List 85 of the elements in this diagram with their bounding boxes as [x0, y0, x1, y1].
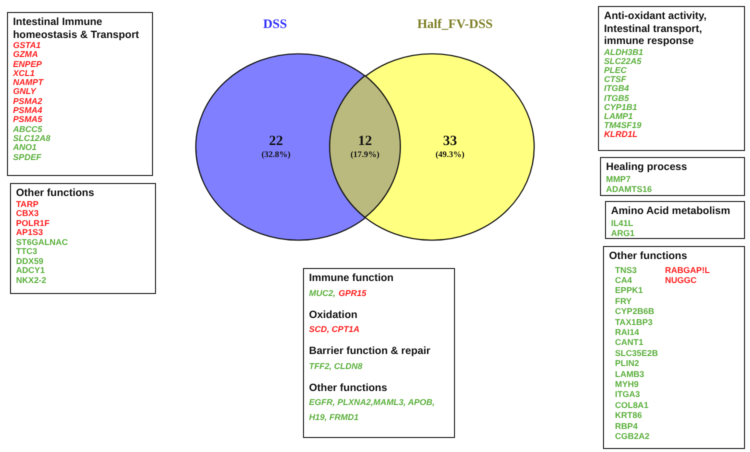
panel-heading: Other functions — [609, 250, 688, 262]
gene-name: PSMA5 — [13, 115, 42, 125]
gene-name: TM4SF19 — [604, 121, 642, 130]
gene-name: KRT86 — [615, 410, 642, 421]
gene-name: CA4 — [615, 274, 632, 286]
gene-name: RABGAP!L — [665, 264, 710, 275]
gene-name: XCL1 — [13, 68, 35, 78]
panel-heading: Other functions — [309, 382, 388, 394]
gene-name: RBP4 — [615, 420, 638, 431]
gene-name: ANO1 — [13, 143, 37, 153]
gene-name: ADCY1 — [16, 266, 45, 276]
panel-heading: Other functions — [16, 187, 94, 200]
gene-name: NAMPT — [13, 78, 44, 88]
gene-name: PLIN2 — [615, 358, 640, 369]
gene-name: GZMA — [13, 50, 38, 60]
gene-name: ST6GALNAC — [16, 238, 68, 247]
panel-heading: Oxidation — [309, 308, 358, 321]
gene-name: ARG1 — [611, 228, 635, 238]
gene-name: IL41L — [611, 218, 634, 228]
percentage-value: (32.8%) — [261, 149, 291, 159]
count-value: 12 — [358, 134, 372, 149]
gene-name: ENPEP — [13, 60, 42, 69]
gene-list-panel — [603, 246, 745, 449]
gene-name: EPPK1 — [615, 285, 643, 296]
gene-name: KLRD1L — [604, 130, 638, 140]
gene-name: PSMA2 — [13, 96, 42, 106]
set-label: Half_FV-DSS — [417, 16, 493, 32]
gene-name: LAMP1 — [604, 112, 633, 122]
gene-name: CANT1 — [615, 337, 644, 348]
panel-heading: Intestinal Immune homeostasis & Transport — [13, 16, 140, 41]
gene-name: COL8A1 — [615, 400, 649, 410]
gene-name: TTC3 — [16, 247, 38, 256]
gene-name: PSMA4 — [13, 106, 42, 116]
gene-name: PLEC — [604, 66, 627, 76]
gene-name: CTSF — [604, 75, 626, 84]
gene-name: LAMB3 — [615, 368, 644, 379]
gene-name: CGB2A2 — [615, 431, 650, 442]
gene-name: ITGA3 — [615, 389, 640, 400]
gene-name: ITGB4 — [604, 84, 630, 94]
gene-name: NKX2-2 — [16, 276, 46, 285]
gene-name: MMP7 — [606, 174, 631, 184]
panel-heading: Barrier function & repair — [309, 345, 430, 358]
gene-name: POLR1F — [16, 218, 50, 228]
gene-name: MYH9 — [615, 378, 639, 390]
gene-name: SCD, CPT1A — [309, 324, 360, 334]
panel-heading: Immune function — [309, 272, 394, 284]
panel-heading: Healing process — [606, 161, 688, 174]
count-value: 33 — [443, 134, 457, 149]
gene-name: GNLY — [13, 87, 36, 97]
gene-name: SLC12A8 — [13, 134, 50, 144]
gene-name: EGFR, PLXNA2,MAML3, APOB, H19, FRMD1 — [309, 397, 435, 422]
percentage-value: (17.9%) — [350, 149, 380, 159]
gene-name: SPDEF — [13, 152, 42, 162]
panel-heading: Amino Acid metabolism — [611, 205, 730, 218]
count-value: 22 — [269, 134, 283, 149]
gene-name: SLC22A5 — [604, 56, 642, 66]
gene-name: MUC2, — [309, 288, 336, 298]
set-label: DSS — [263, 16, 287, 32]
gene-name: ALDH3B1 — [604, 48, 644, 57]
gene-name: TNS3 — [615, 264, 637, 275]
panel-heading: Anti-oxidant activity, Intestinal transport, immune response — [604, 10, 708, 48]
gene-name: GPR15 — [338, 288, 366, 298]
gene-name: RAI14 — [615, 326, 640, 338]
gene-list-panel — [598, 6, 745, 151]
gene-name: NUGGC — [665, 274, 697, 286]
gene-name: TFF2, CLDN8 — [309, 360, 362, 370]
gene-name: ABCC5 — [13, 124, 42, 134]
gene-name: CBX3 — [16, 209, 39, 218]
gene-name: ITGB5 — [604, 94, 630, 103]
gene-name: FRY — [615, 296, 632, 306]
gene-list-panel — [303, 268, 455, 438]
gene-list-panel — [7, 12, 153, 176]
gene-name: CYP2B6B — [615, 306, 654, 317]
gene-name: SLC35E2B — [615, 348, 658, 358]
gene-list-panel — [600, 157, 745, 196]
gene-name: ADAMTS16 — [606, 184, 652, 194]
gene-name: TAX1BP3 — [615, 316, 653, 327]
gene-name: AP1S3 — [16, 228, 43, 238]
gene-name: TARP — [16, 200, 39, 209]
gene-name: CYP1B1 — [604, 102, 638, 112]
gene-name: GSTA1 — [13, 41, 41, 50]
gene-name: DDX59 — [16, 256, 44, 266]
percentage-value: (49.3%) — [435, 149, 465, 159]
gene-list-panel — [10, 183, 156, 294]
gene-list-panel — [605, 201, 745, 239]
